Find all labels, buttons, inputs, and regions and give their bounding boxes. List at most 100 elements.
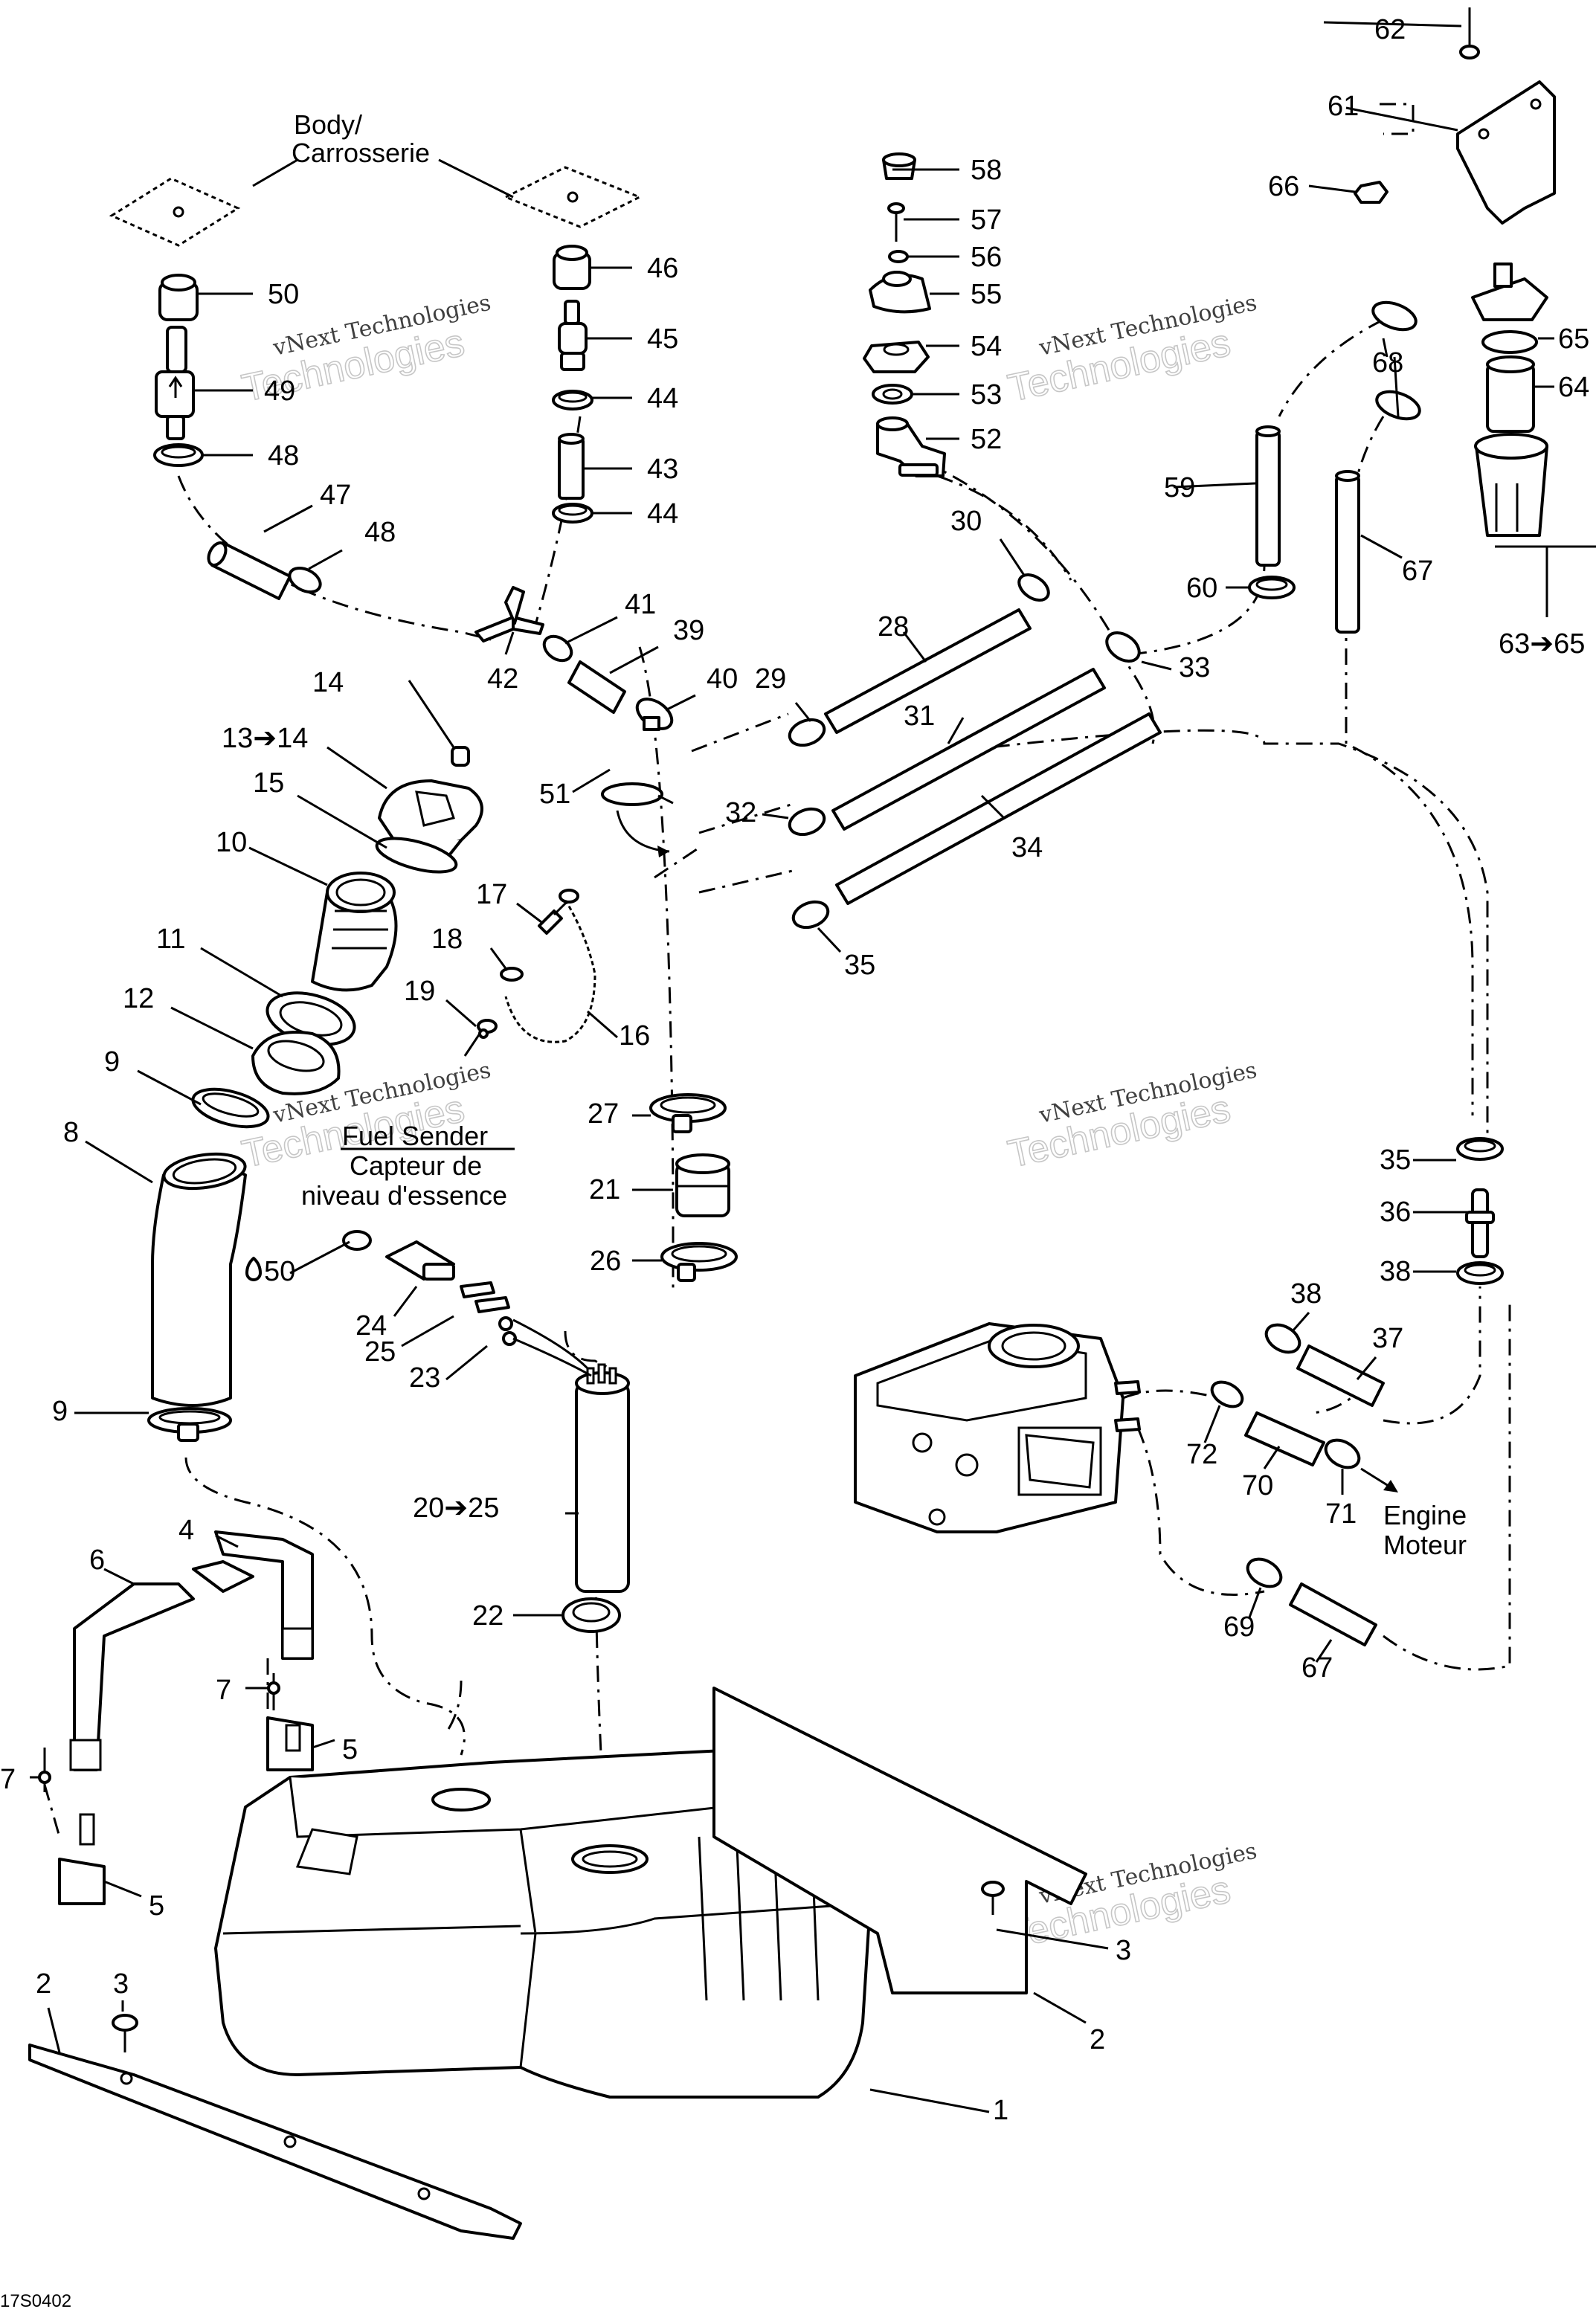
hose-67-top [1335, 470, 1360, 634]
clamp-32 [788, 807, 826, 837]
callout-59: 59 [1164, 472, 1195, 503]
grommet-46 [553, 245, 591, 290]
screw-3-left [112, 2014, 138, 2052]
cover-55 [869, 271, 931, 314]
callout-50: 50 [264, 1256, 295, 1287]
callout-5: 5 [342, 1734, 358, 1765]
screw-3-right [981, 1881, 1005, 1915]
callout-38: 38 [1290, 1278, 1322, 1310]
clamp-48-bottom [288, 567, 322, 593]
callout-41: 41 [625, 589, 656, 620]
callout-48: 48 [268, 440, 299, 471]
diagram-code: 17S0402 [0, 2291, 71, 2309]
callout-10: 10 [216, 827, 247, 858]
callout-7: 7 [216, 1675, 231, 1706]
clamp-38-left [1264, 1323, 1301, 1354]
callout-36: 36 [1380, 1197, 1411, 1228]
callout-2: 2 [36, 1968, 51, 2000]
callout-55: 55 [971, 279, 1002, 310]
callout-numbers: 1 2 2 3 3 4 5 5 6 7 7 8 9 9 10 11 12 13➔… [0, 14, 1589, 2126]
nuts-23 [498, 1316, 517, 1346]
engine-label: Engine [1383, 1500, 1467, 1530]
clamp-9-bottom [147, 1407, 232, 1442]
callout-69: 69 [1223, 1611, 1255, 1643]
callout-52: 52 [971, 424, 1002, 455]
callout-70: 70 [1242, 1470, 1273, 1501]
callout-35: 35 [844, 950, 875, 981]
screw-57 [887, 202, 905, 242]
callout-68: 68 [1372, 347, 1403, 379]
check-valve-49 [155, 326, 195, 440]
body-label: Body/ [294, 109, 362, 140]
gasket-22 [562, 1597, 621, 1633]
callout-19: 19 [404, 976, 435, 1007]
bracket-5-left [58, 1813, 106, 1905]
tee-fitting-42 [474, 586, 544, 643]
hose-47 [207, 541, 292, 600]
callout-66: 66 [1268, 171, 1299, 202]
filter-head-63 [1471, 263, 1548, 321]
clamp-9-top [191, 1087, 270, 1129]
callout-29: 29 [755, 663, 786, 695]
callout-12: 12 [123, 983, 154, 1014]
callout-63-65: 63➔65 [1499, 628, 1585, 660]
clamp-26 [660, 1242, 738, 1282]
callout-62: 62 [1374, 14, 1406, 45]
body-mount-right [503, 166, 643, 228]
callout-22: 22 [472, 1600, 503, 1632]
clamp-41 [542, 634, 573, 663]
engine-label-fr: Moteur [1383, 1530, 1467, 1560]
callout-25: 25 [364, 1336, 396, 1368]
callout-67: 67 [1402, 555, 1433, 587]
tank-support-2-left [28, 2044, 522, 2240]
grommet-50 [158, 274, 199, 321]
tank-strap-4 [192, 1530, 314, 1660]
callout-34: 34 [1011, 832, 1043, 863]
callout-71: 71 [1325, 1498, 1357, 1530]
callout-60: 60 [1186, 573, 1217, 604]
screw-17 [538, 898, 570, 935]
tank-strap-6 [69, 1582, 195, 1771]
washer-18 [500, 967, 524, 982]
tether-chain-16 [504, 889, 596, 1043]
callout-44: 44 [647, 498, 678, 529]
tether-pin-14 [451, 746, 470, 767]
callout-3: 3 [1116, 1935, 1131, 1966]
grommet-50b [342, 1230, 372, 1251]
carburetor-assembly [854, 1322, 1141, 1533]
hose-67-bottom [1289, 1582, 1377, 1646]
callout-67: 67 [1301, 1652, 1333, 1684]
callout-39: 39 [673, 615, 704, 646]
tank-support-2-right [712, 1687, 1087, 1994]
callout-58: 58 [971, 155, 1002, 186]
callout-26: 26 [590, 1246, 621, 1277]
callout-38: 38 [1380, 1256, 1411, 1287]
callout-16: 16 [619, 1020, 650, 1052]
callout-40: 40 [707, 663, 738, 695]
clamp-44-top [552, 390, 593, 410]
clamp-60 [1248, 576, 1296, 599]
callout-21: 21 [589, 1174, 620, 1205]
hose-43 [558, 433, 585, 500]
callout-8: 8 [63, 1117, 79, 1148]
bracket-5-right [266, 1716, 314, 1771]
callout-43: 43 [647, 454, 678, 485]
fuel-sender-label: Fuel Sender [342, 1121, 488, 1151]
clamp-68-top [1371, 300, 1418, 332]
callout-14: 14 [312, 667, 344, 698]
washer-56 [888, 250, 909, 263]
engine-arrow [1360, 1467, 1398, 1492]
nut-66 [1354, 181, 1389, 204]
hose-37 [1296, 1344, 1385, 1407]
cap-58 [882, 152, 916, 180]
callout-30: 30 [950, 506, 982, 537]
callout-31: 31 [904, 701, 935, 732]
body-mount-left [109, 177, 241, 247]
callout-50: 50 [268, 279, 299, 310]
hose-28 [824, 608, 1032, 734]
callout-44: 44 [647, 383, 678, 414]
callout-leaders [30, 21, 1596, 2113]
callout-18: 18 [431, 924, 463, 955]
callout-24: 24 [355, 1310, 387, 1342]
